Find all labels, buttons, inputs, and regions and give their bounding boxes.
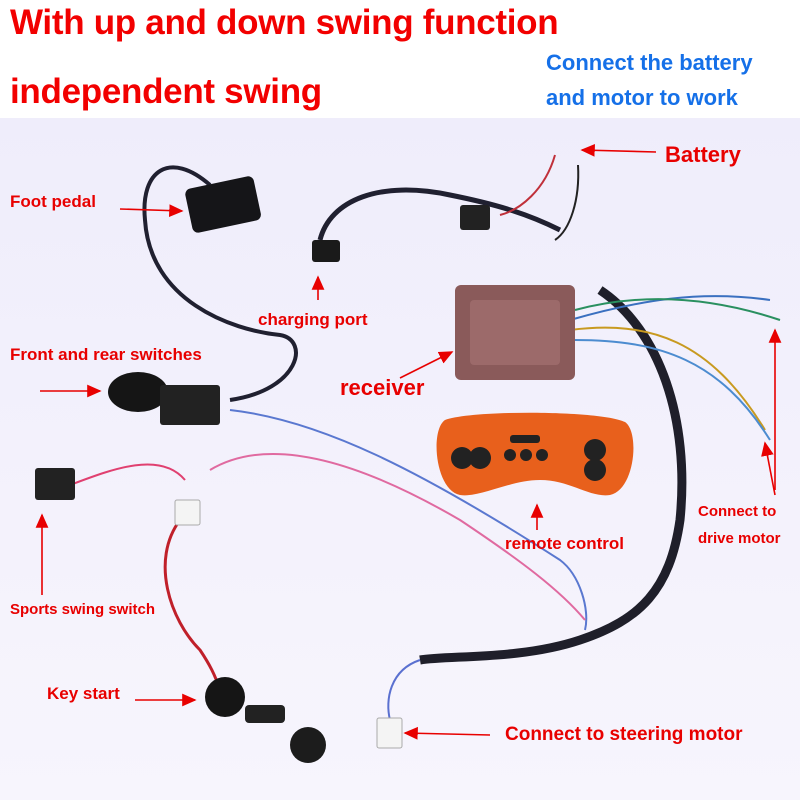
note-line-1: Connect the battery [546, 50, 753, 75]
motor-wires-3 [574, 298, 781, 321]
battery-red-wire [499, 154, 556, 216]
note-line-2: and motor to work [546, 85, 738, 110]
steering-connector [376, 717, 403, 749]
battery-arrow [580, 143, 657, 157]
steering-wire [387, 659, 421, 721]
charging-cable [317, 187, 562, 241]
battery-connector [460, 205, 490, 230]
foot-pedal [185, 176, 261, 233]
receiver-label: receiver [340, 375, 425, 400]
charging-port-label: charging port [258, 310, 368, 329]
white-connector [174, 499, 201, 526]
motor-wires-4 [574, 339, 771, 441]
drive-motor-arrow-2 [761, 441, 776, 496]
battery-black-wire [554, 164, 580, 241]
key-start-label: Key start [47, 684, 120, 703]
headline-line-1: With up and down swing function [10, 3, 559, 42]
steering-motor-arrow [403, 726, 491, 740]
drive-motor-label-line-1: Connect to [698, 503, 777, 520]
product-photo-background [0, 118, 800, 800]
front-rear-switches-label: Front and rear switches [10, 345, 202, 364]
main-harness-cable [419, 286, 687, 665]
pedal-cable [142, 165, 298, 402]
key [245, 705, 285, 723]
gear-switch-body [160, 385, 220, 425]
sports-swing-switch-label: Sports swing switch [10, 601, 156, 618]
motor-wires-2 [569, 326, 766, 431]
receiver-arrow [399, 351, 454, 379]
harness-blue-wires [229, 409, 588, 631]
swing-switch [35, 468, 75, 500]
key-ring [290, 727, 326, 763]
charging-port [312, 240, 340, 262]
foot-pedal-arrow [119, 204, 184, 217]
steering-motor-label: Connect to steering motor [505, 724, 743, 745]
key-switch [205, 677, 245, 717]
harness-pink-wires [209, 453, 586, 621]
key-wire-red [163, 519, 222, 691]
headline-line-2: independent swing [10, 72, 322, 111]
foot-pedal-label: Foot pedal [10, 192, 96, 211]
drive-motor-label-line-2: drive motor [698, 530, 781, 547]
battery-label: Battery [665, 142, 741, 167]
swing-switch-wire [69, 463, 186, 486]
remote-control-label: remote control [505, 534, 625, 553]
remote-control-body [436, 412, 634, 496]
gear-shift-knob [108, 372, 168, 412]
